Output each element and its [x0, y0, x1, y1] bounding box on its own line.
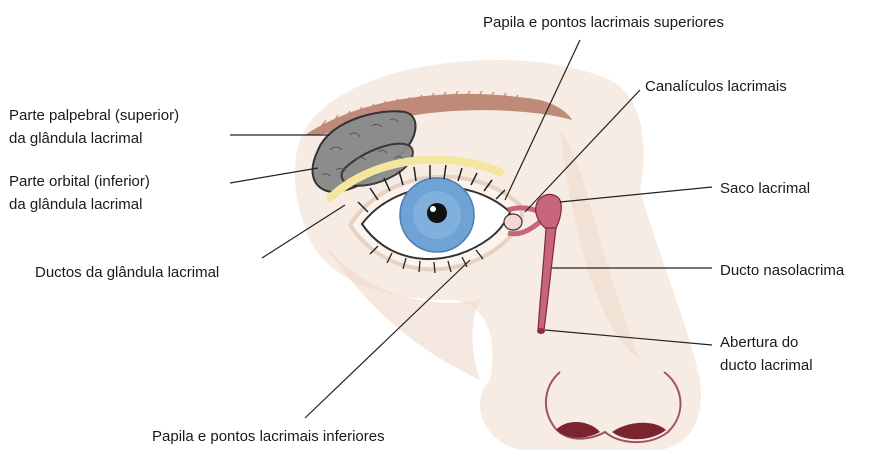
- label-saco-lacrimal: Saco lacrimal: [720, 180, 810, 197]
- label-ducto-nasolacrimal: Ducto nasolacrima: [720, 262, 845, 279]
- label-papila-superior: Papila e pontos lacrimais superiores: [483, 14, 724, 31]
- label-abertura-line1: Abertura do: [720, 334, 798, 351]
- pupil-highlight: [430, 206, 436, 212]
- label-parte-orbital-line1: Parte orbital (inferior): [9, 173, 150, 190]
- lacrimal-caruncle: [504, 214, 522, 230]
- label-papila-inferior: Papila e pontos lacrimais inferiores: [152, 428, 385, 445]
- label-ductos-glandula: Ductos da glândula lacrimal: [35, 264, 219, 281]
- label-parte-palpebral-line1: Parte palpebral (superior): [9, 107, 179, 124]
- label-canaliculos: Canalículos lacrimais: [645, 78, 787, 95]
- pupil: [427, 203, 447, 223]
- label-parte-orbital-line2: da glândula lacrimal: [9, 196, 142, 213]
- label-abertura-line2: ducto lacrimal: [720, 357, 813, 374]
- label-parte-palpebral-line2: da glândula lacrimal: [9, 130, 142, 147]
- duct-opening: [537, 328, 545, 334]
